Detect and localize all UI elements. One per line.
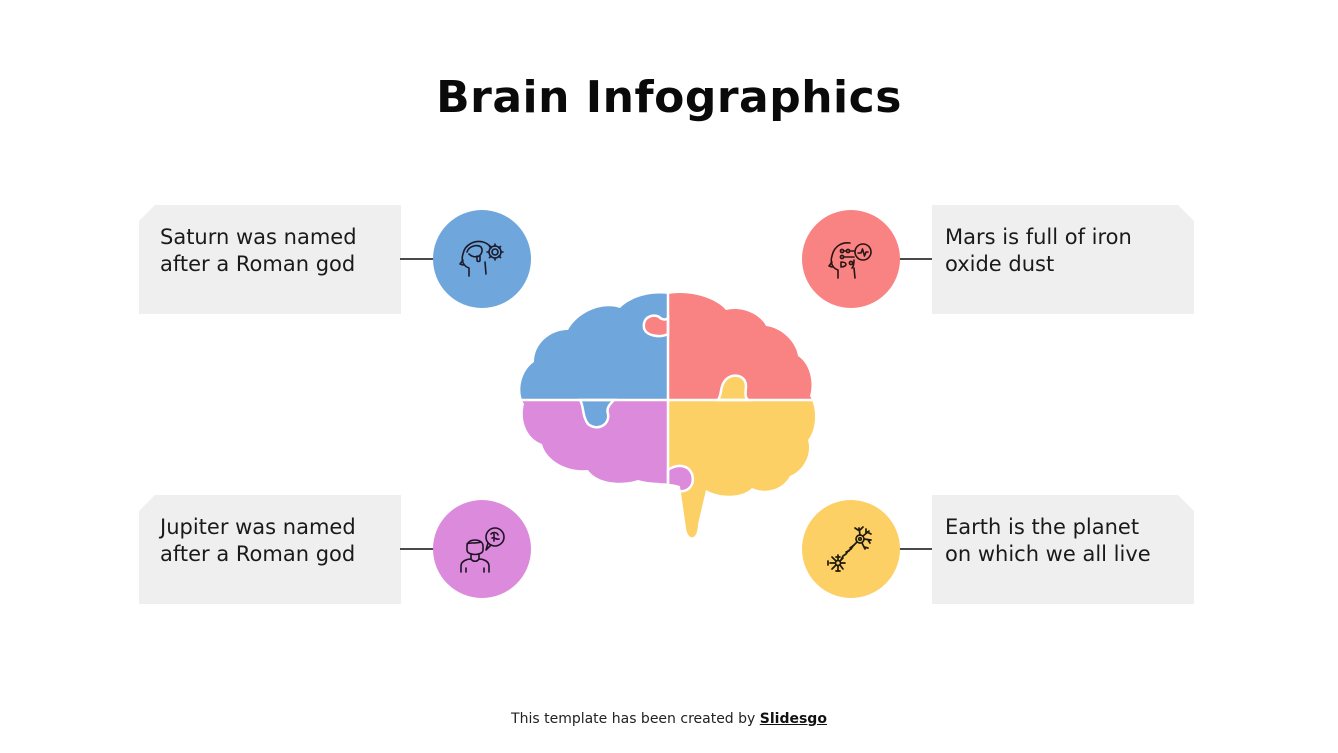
- connector-line: [898, 548, 932, 550]
- circle-bottom-left: [433, 500, 531, 598]
- connector-line: [400, 258, 434, 260]
- text-box-line1: Mars is full of iron: [945, 224, 1132, 249]
- text-box-line2: after a Roman god: [160, 251, 356, 276]
- circle-bottom-right: [802, 500, 900, 598]
- text-box-line2: after a Roman god: [160, 541, 356, 566]
- text-box-line2: on which we all live: [945, 541, 1151, 566]
- text-box-line2: oxide dust: [945, 251, 1055, 276]
- head-gear-icon: [459, 240, 504, 277]
- circle-top-right: [802, 210, 900, 308]
- connector-line: [898, 258, 932, 260]
- ai-head-icon: [828, 242, 872, 279]
- circle-top-left: [433, 210, 531, 308]
- neuron-icon: [827, 526, 872, 572]
- text-box-line1: Earth is the planet: [945, 514, 1140, 539]
- slidesgo-link[interactable]: Slidesgo: [759, 711, 827, 727]
- footer-text: This template has been created by: [511, 711, 760, 727]
- brain-piece-top-left: [520, 292, 668, 400]
- person-brain-bubble-icon: [460, 527, 505, 573]
- connector-line: [400, 548, 434, 550]
- text-box-line1: Saturn was named: [160, 224, 357, 249]
- page-title: Brain Infographics: [436, 72, 902, 123]
- brain-puzzle-illustration: [520, 292, 816, 538]
- text-box-line1: Jupiter was named: [160, 514, 356, 539]
- footer-credit: This template has been created by Slides…: [0, 711, 1338, 727]
